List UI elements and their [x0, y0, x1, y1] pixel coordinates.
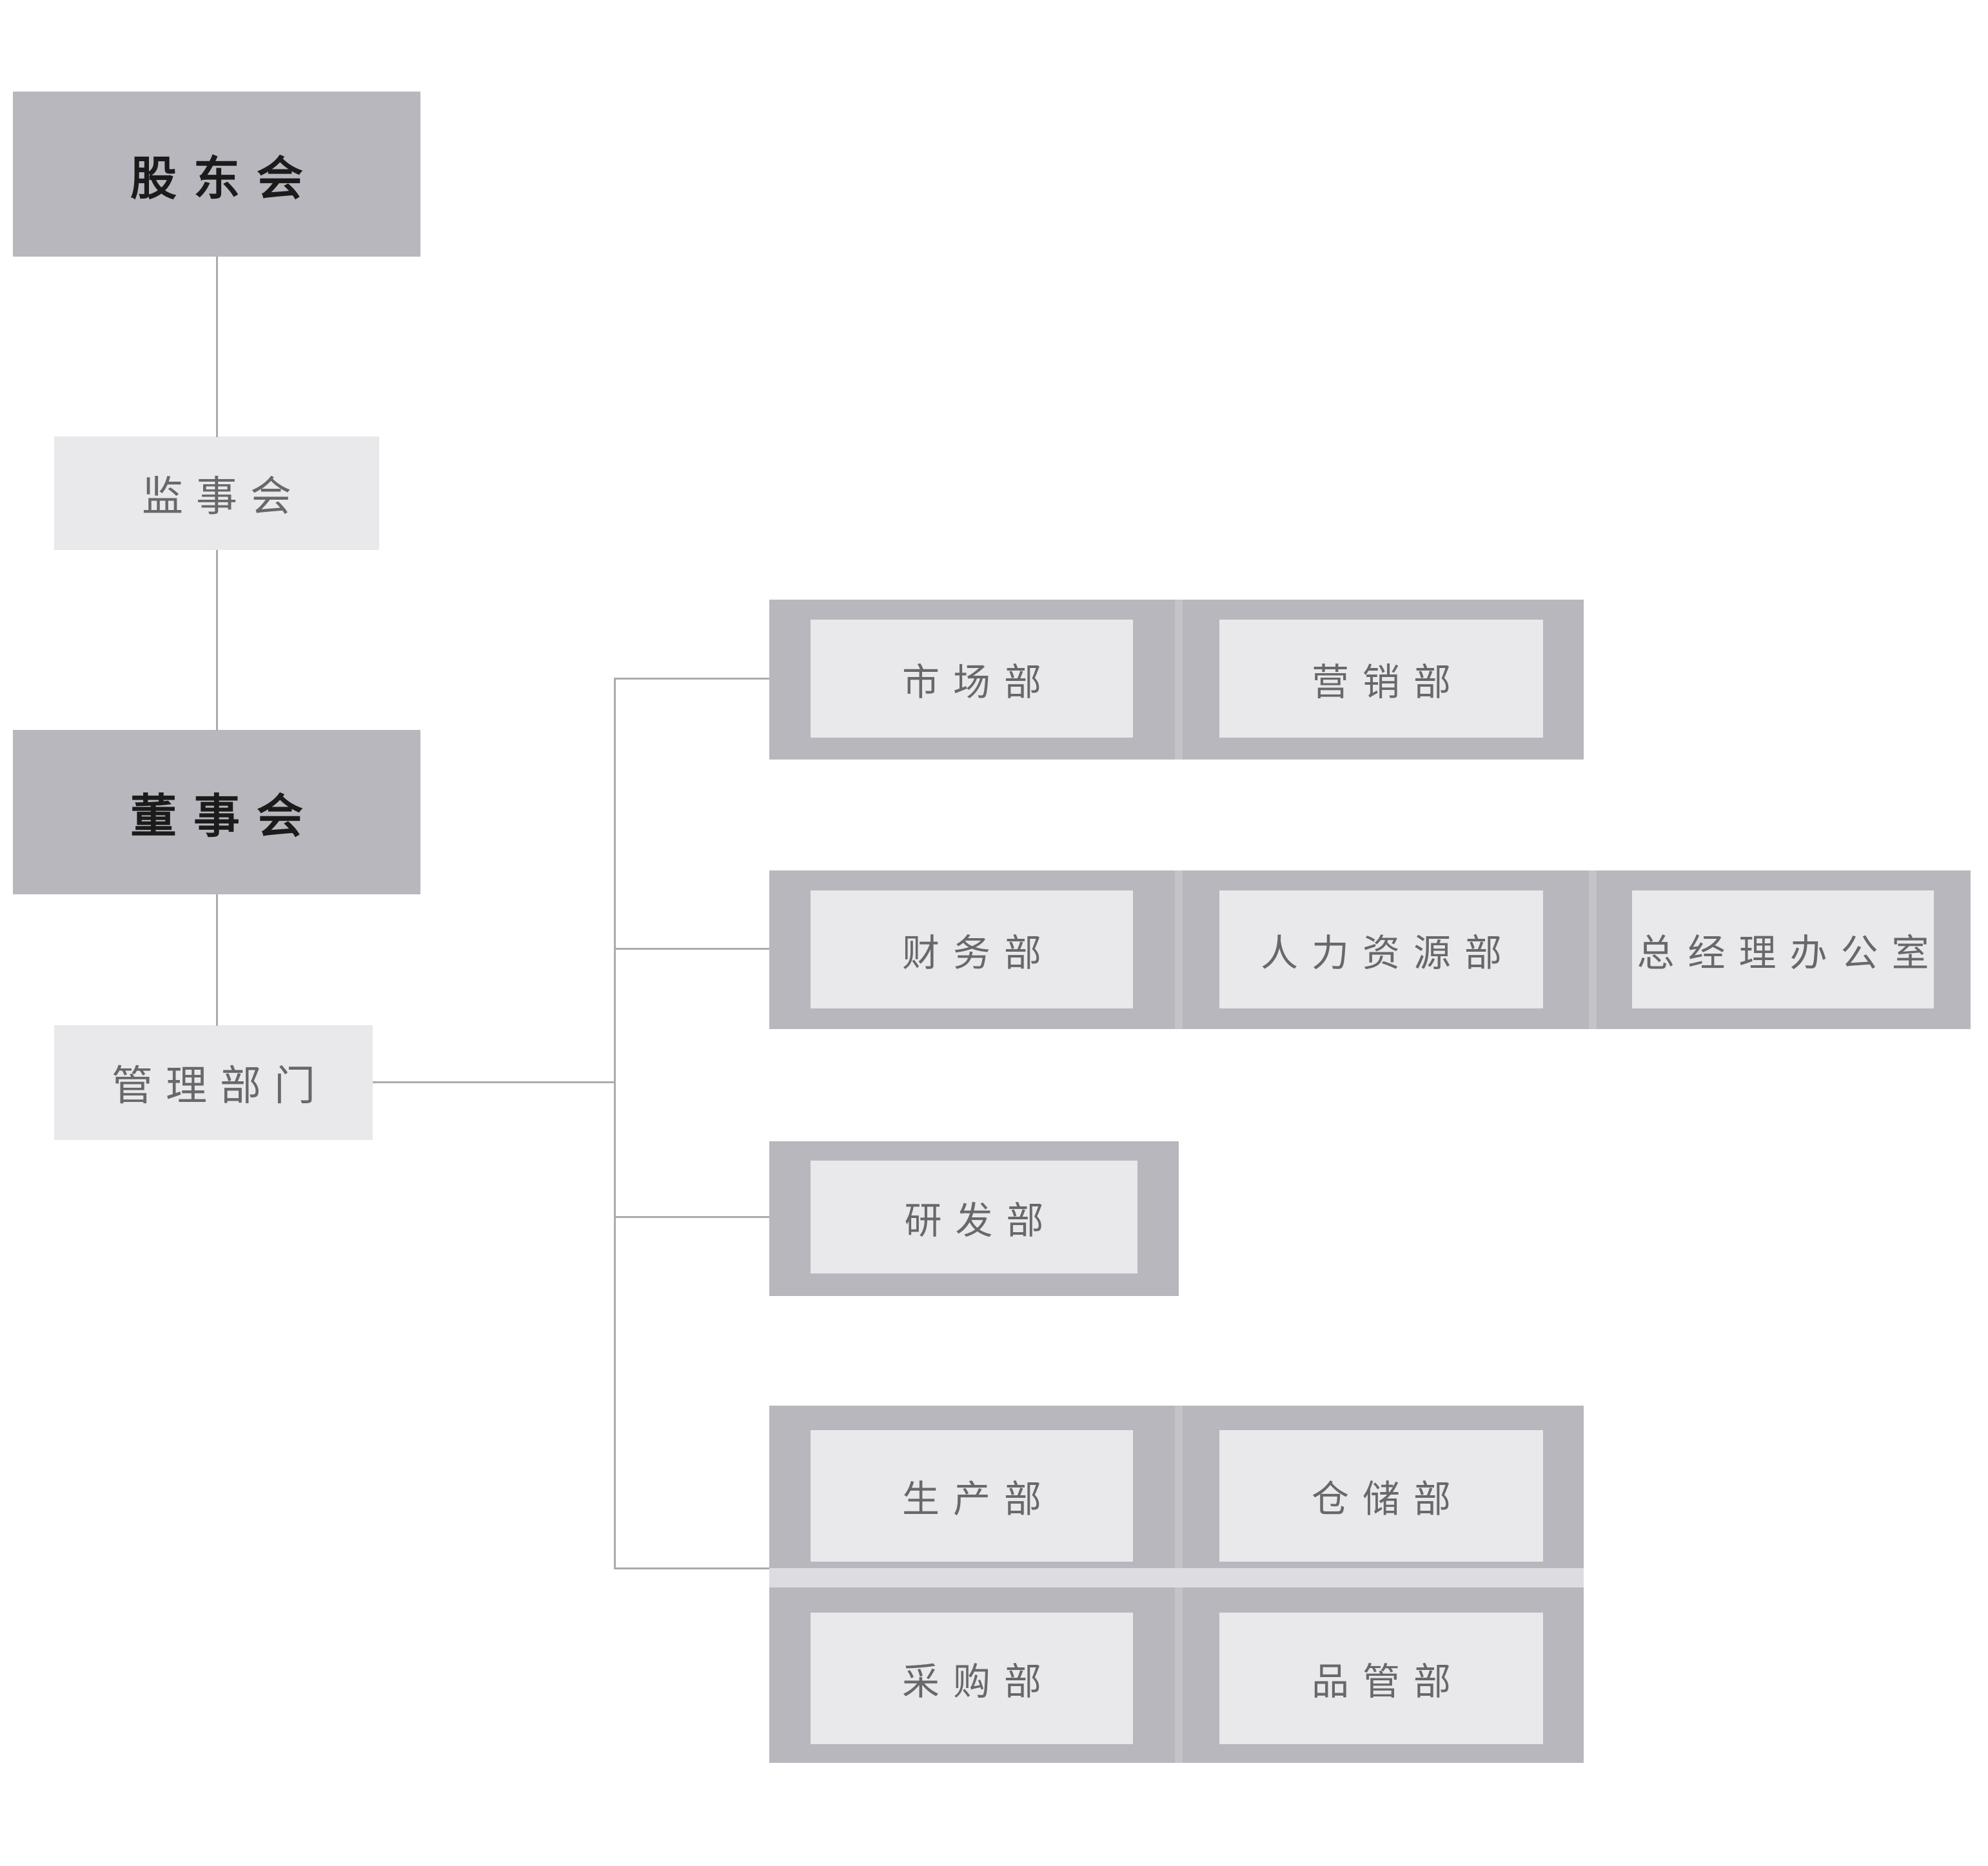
node-supervisory-board-label: 监事会: [142, 473, 304, 520]
group2-cell-divider-2: [1589, 870, 1597, 1029]
connector-branch-group2: [614, 948, 771, 950]
connector-branch-group3: [614, 1216, 771, 1218]
dept-quality-label: 品管部: [1311, 1661, 1464, 1703]
dept-gm-office: 总经理办公室: [1632, 890, 1934, 1008]
connector-management-trunk: [373, 1081, 616, 1083]
dept-rnd: 研发部: [811, 1161, 1137, 1273]
connector-branch-group1: [614, 678, 771, 680]
dept-human-resources: 人力资源部: [1219, 890, 1543, 1008]
node-shareholders-label: 股东会: [130, 153, 320, 205]
dept-warehouse: 仓储部: [1219, 1430, 1543, 1562]
dept-purchasing-label: 采购部: [901, 1661, 1055, 1703]
node-board-of-directors-label: 董事会: [130, 791, 320, 843]
dept-warehouse-label: 仓储部: [1311, 1478, 1464, 1520]
dept-rnd-label: 研发部: [904, 1199, 1058, 1242]
dept-marketing: 市场部: [811, 620, 1133, 738]
group4-row-gap: [769, 1568, 1584, 1587]
dept-marketing-label: 市场部: [901, 661, 1055, 703]
group-admin: 财务部 人力资源部 总经理办公室: [769, 870, 1971, 1029]
dept-sales: 营销部: [1219, 620, 1543, 738]
dept-gm-office-label: 总经理办公室: [1637, 932, 1943, 974]
node-board-of-directors: 董事会: [13, 730, 420, 894]
dept-production: 生产部: [811, 1430, 1133, 1562]
dept-finance: 财务部: [811, 890, 1133, 1008]
group-operations: 生产部 仓储部 采购部 品管部: [769, 1406, 1584, 1763]
dept-purchasing: 采购部: [811, 1613, 1133, 1744]
group2-cell-divider-1: [1175, 870, 1183, 1029]
connector-branch-group4: [614, 1567, 771, 1569]
node-management-departments-label: 管理部门: [112, 1063, 328, 1109]
node-supervisory-board: 监事会: [54, 437, 379, 550]
connector-board-management: [216, 894, 218, 1026]
dept-sales-label: 营销部: [1311, 661, 1464, 703]
dept-quality: 品管部: [1219, 1613, 1543, 1744]
group-rnd: 研发部: [769, 1141, 1179, 1296]
connector-shareholders-supervisory: [216, 257, 218, 437]
dept-human-resources-label: 人力资源部: [1260, 932, 1515, 974]
group-marketing-sales: 市场部 营销部: [769, 600, 1584, 760]
node-management-departments: 管理部门: [54, 1025, 373, 1140]
dept-production-label: 生产部: [901, 1478, 1055, 1520]
connector-supervisory-board: [216, 550, 218, 731]
node-shareholders: 股东会: [13, 92, 420, 257]
connector-trunk-vertical: [614, 678, 616, 1569]
dept-finance-label: 财务部: [901, 932, 1055, 974]
group1-cell-divider: [1175, 600, 1183, 760]
